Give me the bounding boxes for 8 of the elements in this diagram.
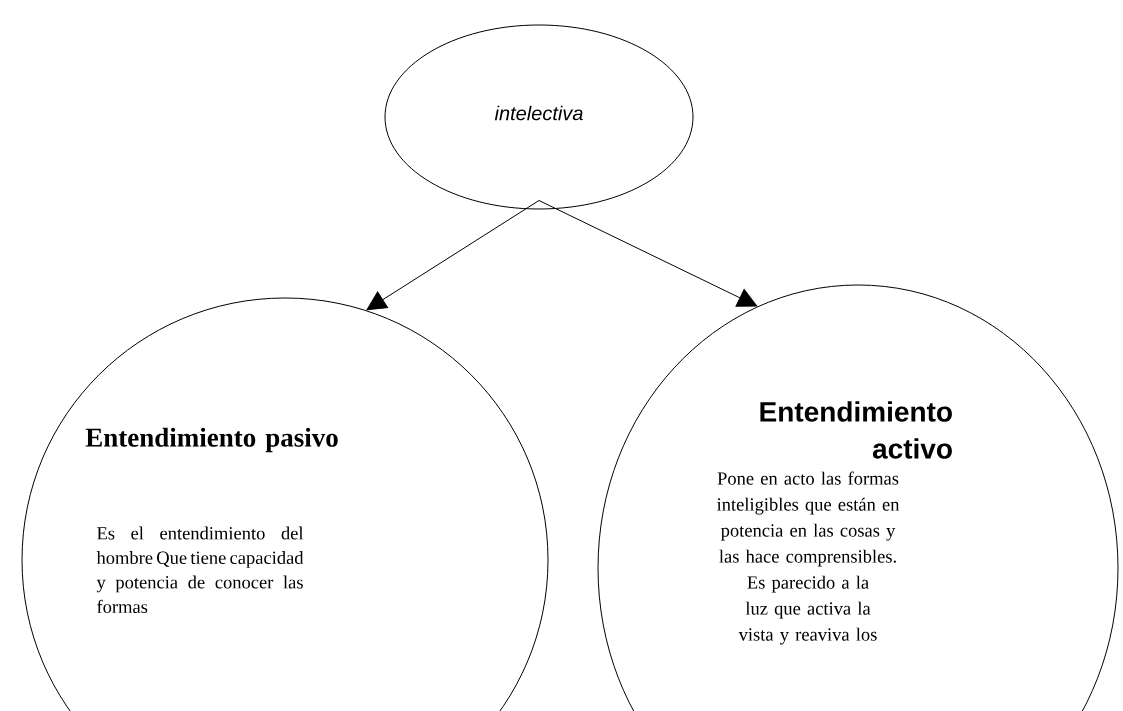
arrow bbox=[538, 200, 758, 307]
heading: Entendimiento activo bbox=[760, 401, 952, 459]
arrow bbox=[366, 200, 540, 311]
concept-ellipse bbox=[384, 24, 694, 210]
heading: Entendimiento pasivo bbox=[85, 427, 338, 453]
concept-label: intelectiva bbox=[494, 105, 583, 121]
description-text: Pone en acto las formas inteligibles que están en potencia en las cosas y las hace comprensibles. Es parecido a la luz que activa la vista y reaviva los bbox=[716, 471, 900, 645]
description-text: Es el entendimiento del hombre Que tiene capacidad y potencia de conocer las formas bbox=[96, 526, 304, 614]
